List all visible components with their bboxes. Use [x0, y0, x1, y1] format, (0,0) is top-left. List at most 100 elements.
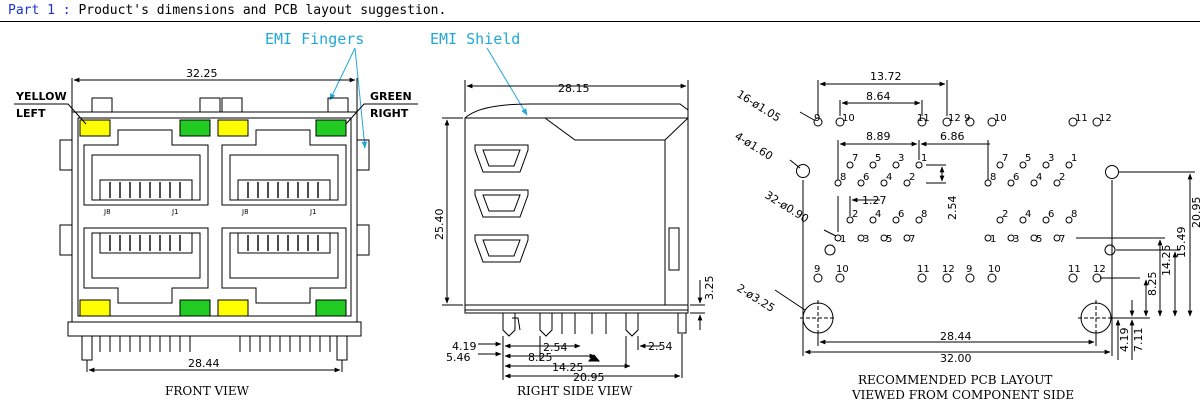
pin-12a: 12 [948, 113, 961, 124]
section-header: Part 1 : Product's dimensions and PCB la… [0, 0, 1200, 22]
pin-9a: 9 [814, 113, 820, 124]
pin-6a: 6 [863, 172, 869, 183]
pin-8a: 8 [840, 172, 846, 183]
pcb-hole-160-right [1105, 165, 1119, 179]
pin-6c: 6 [898, 209, 904, 220]
pcb-layout [774, 80, 1195, 360]
led-green-tl [179, 119, 211, 137]
front-finger-4 [327, 97, 349, 113]
rj45-port-br [221, 227, 347, 304]
pin-11c: 11 [917, 264, 930, 275]
front-side-tab-l2 [59, 224, 73, 256]
led-green-bl [179, 299, 211, 317]
rj45-port-bl [83, 227, 209, 304]
port-tl-label-1: J8 [103, 208, 111, 216]
pin-10d: 10 [988, 264, 1001, 275]
pcb-1425-label: 14.25 [1160, 245, 1173, 277]
pcb-711-label: 7.11 [1132, 328, 1145, 353]
pcb-127-label: 1.27 [862, 194, 887, 207]
pin-8d: 8 [1071, 209, 1077, 220]
emi-shield-label: EMI Shield [430, 30, 520, 48]
right-label: RIGHT [370, 107, 409, 120]
pcb-3200-label: 32.00 [940, 352, 972, 365]
leader-16 [799, 111, 815, 121]
pin-11d: 11 [1068, 264, 1081, 275]
side-opening-1 [474, 144, 529, 173]
side-825-label: 8.25 [528, 351, 553, 364]
pin-2b: 2 [1059, 172, 1065, 183]
pin-7c: 7 [909, 234, 915, 245]
pin-6d: 6 [1048, 209, 1054, 220]
pcb-1549-label: 15.49 [1175, 227, 1188, 259]
side-opening-2 [474, 189, 529, 218]
green-label: GREEN [370, 90, 412, 103]
pin-7d: 7 [1059, 234, 1065, 245]
pcb-864-label: 8.64 [866, 90, 891, 103]
pin-4b: 4 [1036, 172, 1042, 183]
pin-12c: 12 [942, 264, 955, 275]
pcb-hole-160-left [796, 164, 810, 178]
pcb-1372-label: 13.72 [870, 70, 902, 83]
holes-32-label: 32-ø0.90 [762, 189, 811, 226]
pcb-hole-325-left [800, 300, 836, 336]
led-yellow-tr [217, 119, 249, 137]
leader-32 [823, 229, 837, 237]
front-width-label: 32.25 [186, 67, 218, 80]
side-view [442, 80, 705, 380]
pin-4c: 4 [875, 209, 881, 220]
emi-annotations: EMI Fingers EMI Shield [265, 30, 528, 149]
side-view-text: 28.15 25.40 3.25 4.19 5.46 2.54 8.25 14.… [433, 82, 716, 398]
side-419-label: 4.19 [452, 340, 477, 353]
pcb-889-label: 8.89 [866, 130, 891, 143]
side-center-marker [587, 354, 601, 362]
led-yellow-bl [79, 299, 111, 317]
front-view [14, 77, 418, 373]
side-opening-3 [474, 234, 529, 263]
pin-2a: 2 [909, 172, 915, 183]
led-green-br [315, 299, 347, 317]
front-view-text: 32.25 28.44 YELLOW LEFT GREEN RIGHT J8 J… [15, 67, 412, 398]
side-height-label: 25.40 [433, 209, 446, 241]
port-tl-label-2: J1 [171, 208, 179, 216]
front-view-caption: FRONT VIEW [165, 384, 250, 398]
pin-8c: 8 [921, 209, 927, 220]
side-rear-tab [668, 227, 680, 271]
side-view-caption: RIGHT SIDE VIEW [517, 384, 633, 398]
holes-16-label: 16-ø1.05 [734, 88, 783, 125]
pin-5c: 5 [886, 234, 892, 245]
pcb-hole-325-right [1078, 300, 1114, 336]
pin-12d: 12 [1093, 264, 1106, 275]
rj45-port-tl [83, 129, 209, 206]
pin-3b: 3 [1048, 153, 1054, 164]
pcb-caption-1: RECOMMENDED PCB LAYOUT [858, 373, 1052, 387]
pin-10a: 10 [842, 113, 855, 124]
side-standoff-label: 3.25 [703, 276, 716, 301]
pin-4a: 4 [886, 172, 892, 183]
pcb-hole-105-left [824, 244, 836, 256]
side-546-label: 5.46 [446, 351, 471, 364]
pcb-254-label: 2.54 [946, 196, 959, 221]
pcb-419-label: 4.19 [1118, 328, 1131, 353]
led-green-tr [315, 119, 347, 137]
front-side-tab-r2 [356, 224, 370, 256]
front-finger-3 [221, 97, 243, 113]
pin-3c: 3 [863, 234, 869, 245]
pcb-825-label: 8.25 [1146, 272, 1159, 297]
led-yellow-br [217, 299, 249, 317]
led-yellow-tl [79, 119, 111, 137]
pin-1c: 1 [840, 234, 846, 245]
yellow-leader [14, 103, 87, 125]
rj45-port-tr [221, 129, 347, 206]
emi-finger-arrow-right [354, 47, 368, 149]
front-body [71, 111, 358, 323]
pin-10c: 10 [836, 264, 849, 275]
pcb-686-label: 6.86 [940, 130, 965, 143]
pcb-2095-label: 20.95 [1190, 197, 1200, 229]
emi-finger-arrow-left [329, 47, 356, 101]
pin-5a: 5 [875, 153, 881, 164]
pin-7b: 7 [1002, 153, 1008, 164]
pcb-2844-label: 28.44 [940, 330, 972, 343]
pin-4d: 4 [1025, 209, 1031, 220]
part-title: Product's dimensions and PCB layout sugg… [78, 3, 447, 18]
